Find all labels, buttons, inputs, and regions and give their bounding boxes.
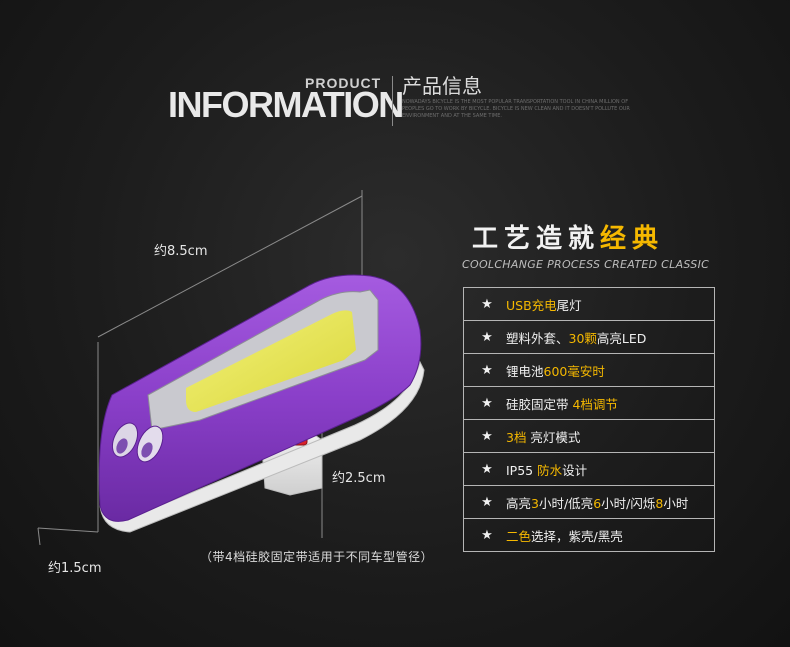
- feature-highlight: 3: [531, 495, 539, 511]
- feature-part: 选择，紫壳/黑壳: [531, 528, 623, 544]
- slogan-title: 工艺造就经典: [472, 218, 664, 255]
- feature-text: USB充电尾灯: [506, 295, 582, 314]
- star-icon: ★: [481, 362, 493, 378]
- header-divider: [392, 76, 393, 126]
- feature-row: ★ 二色选择，紫壳/黑壳: [464, 519, 714, 551]
- feature-part: 塑料外套、: [506, 330, 569, 346]
- dimension-width-label: 约1.5cm: [48, 561, 102, 576]
- feature-part: 亮灯模式: [526, 429, 581, 445]
- feature-text: 塑料外套、30颗高亮LED: [506, 328, 646, 347]
- feature-text: 锂电池600毫安时: [506, 361, 605, 380]
- star-icon: ★: [481, 461, 493, 477]
- feature-highlight: 二色: [506, 528, 532, 544]
- dimension-line-length-top: [97, 195, 363, 338]
- feature-part: 小时/低亮: [538, 495, 594, 511]
- star-icon: ★: [481, 395, 493, 411]
- feature-text: 硅胶固定带 4档调节: [506, 394, 618, 413]
- led-lens: [186, 310, 356, 412]
- star-icon: ★: [481, 494, 493, 510]
- feature-part: 设计: [562, 462, 588, 478]
- header-small-text: NOWADAYS BICYCLE IS THE MOST POPULAR TRA…: [402, 99, 630, 119]
- feature-row: ★ 3档 亮灯模式: [464, 420, 714, 453]
- feature-text: IP55 防水设计: [506, 460, 587, 479]
- feature-part: 小时/闪烁: [601, 495, 656, 511]
- feature-highlight: 600毫安时: [543, 363, 605, 379]
- feature-part: IP55: [506, 462, 538, 478]
- header-product-label: PRODUCT: [305, 75, 382, 91]
- feature-row: ★ 硅胶固定带 4档调节: [464, 387, 714, 420]
- star-icon: ★: [481, 527, 493, 543]
- feature-row: ★ 塑料外套、30颗高亮LED: [464, 321, 714, 354]
- dimension-length-label: 约8.5cm: [154, 244, 208, 259]
- feature-part: 尾灯: [556, 297, 582, 313]
- feature-highlight: 6: [593, 495, 602, 511]
- feature-row: ★ 锂电池600毫安时: [464, 354, 714, 387]
- star-icon: ★: [481, 428, 493, 444]
- dimension-height-label: 约2.5cm: [332, 471, 386, 486]
- feature-row: ★ 高亮3小时/低亮6小时/闪烁8小时: [464, 486, 714, 519]
- feature-text: 二色选择，紫壳/黑壳: [506, 526, 623, 545]
- feature-highlight: USB充电: [506, 297, 557, 313]
- feature-list: ★ USB充电尾灯 ★ 塑料外套、30颗高亮LED ★ 锂电池600毫安时 ★ 硅胶固定带 4…: [463, 287, 715, 552]
- strap-note: （带4档硅胶固定带适用于不同车型管径）: [200, 550, 434, 564]
- feature-highlight: 30颗: [568, 330, 597, 346]
- feature-part: 高亮LED: [596, 330, 647, 346]
- feature-highlight: 4档调节: [572, 396, 618, 412]
- feature-highlight: 防水: [537, 462, 563, 478]
- feature-part: 锂电池: [506, 363, 544, 379]
- dimension-line-width-b: [37, 527, 41, 546]
- slogan-highlight: 经典: [600, 224, 665, 254]
- feature-text: 高亮3小时/低亮6小时/闪烁8小时: [506, 493, 688, 512]
- dimension-line-width-a: [37, 527, 99, 533]
- slogan-main: 工艺造就: [472, 224, 601, 254]
- feature-highlight: 3档: [506, 429, 527, 445]
- feature-row: ★ USB充电尾灯: [464, 288, 714, 321]
- feature-highlight: 8: [655, 495, 664, 511]
- slogan-english: COOLCHANGE PROCESS CREATED CLASSIC: [462, 258, 710, 271]
- header-cn-title: 产品信息: [402, 74, 482, 98]
- feature-row: ★ IP55 防水设计: [464, 453, 714, 486]
- feature-part: 硅胶固定带: [506, 396, 573, 412]
- header-information-title: INFORMATION: [168, 84, 404, 125]
- star-icon: ★: [481, 296, 493, 312]
- feature-part: 高亮: [506, 495, 532, 511]
- star-icon: ★: [481, 329, 493, 345]
- feature-part: 小时: [663, 495, 689, 511]
- feature-text: 3档 亮灯模式: [506, 427, 580, 446]
